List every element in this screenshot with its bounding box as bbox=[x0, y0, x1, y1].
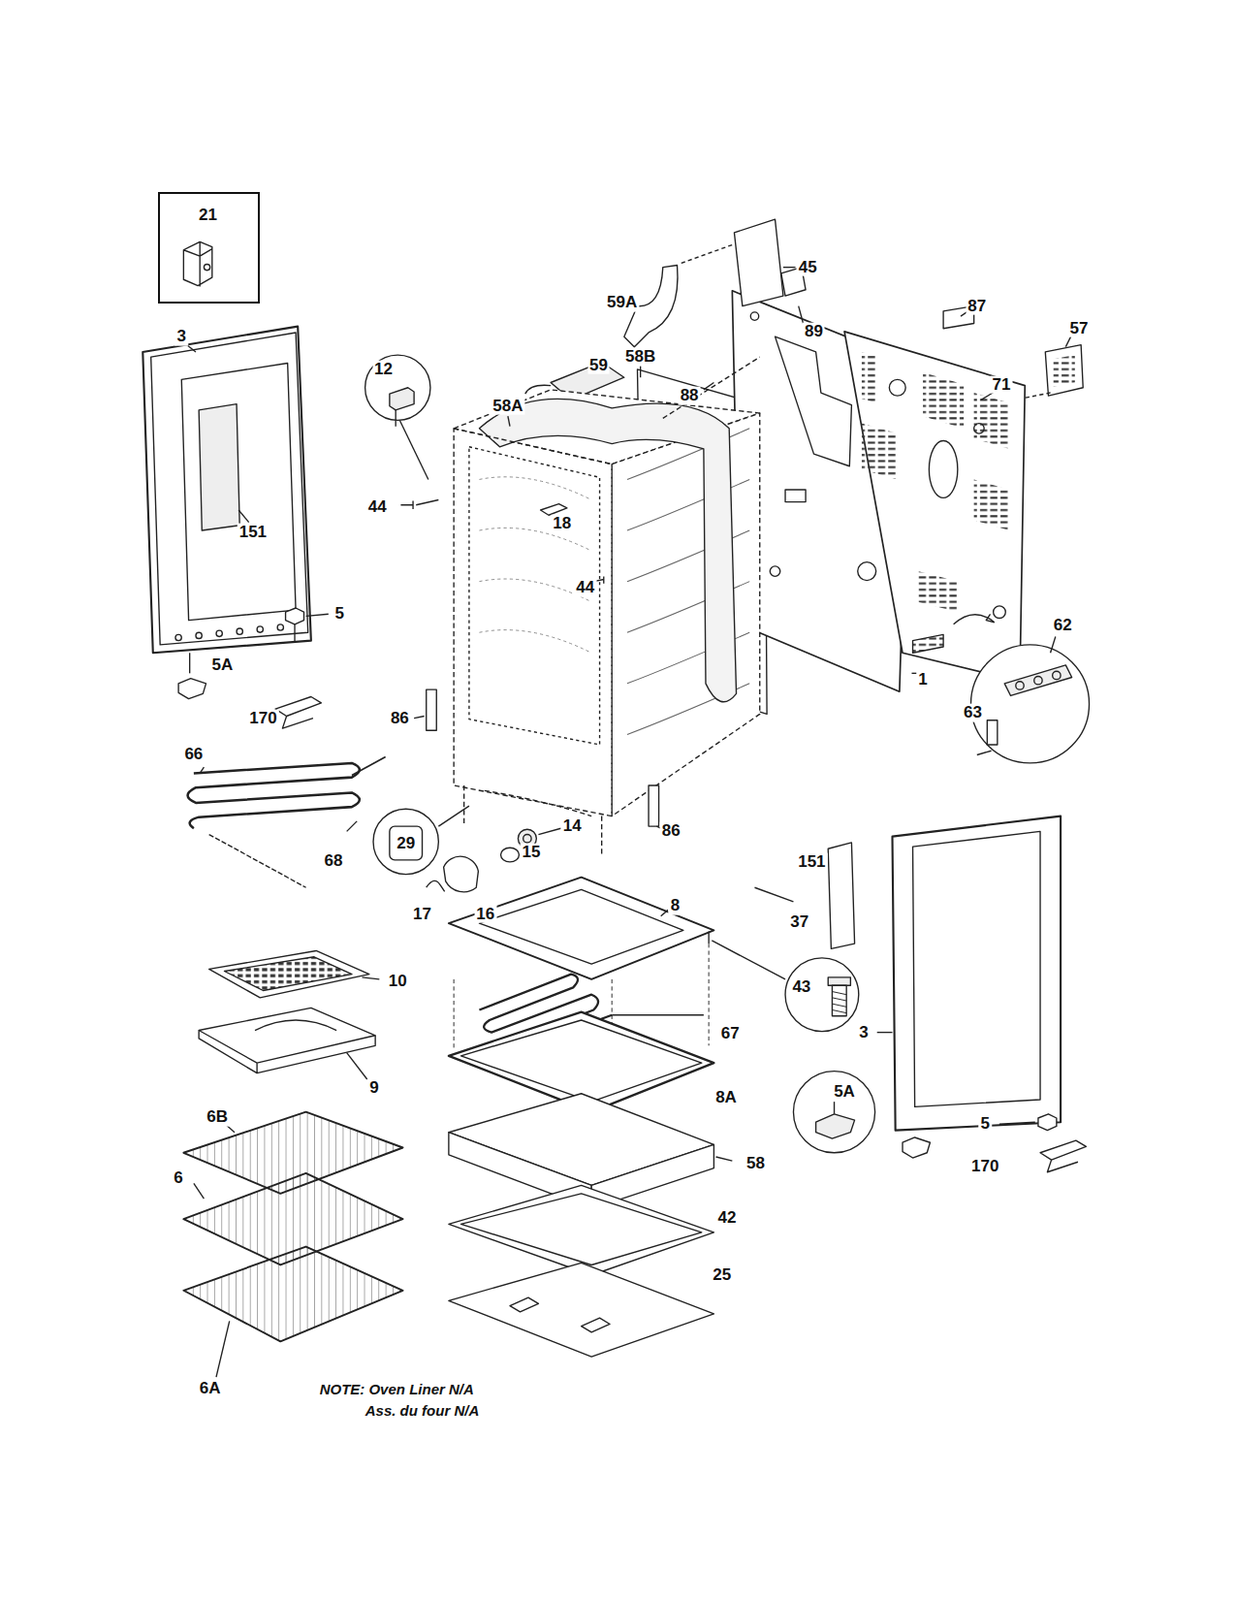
callout-number: 3 bbox=[856, 1022, 870, 1042]
callout-number: 5 bbox=[333, 604, 347, 624]
callout-number: 1 bbox=[916, 669, 929, 689]
callout-number: 37 bbox=[788, 913, 811, 932]
callout-number: 45 bbox=[796, 257, 820, 277]
callout-number: 9 bbox=[367, 1078, 381, 1098]
callout-number: 88 bbox=[678, 386, 701, 406]
callout-number: 59A bbox=[604, 293, 639, 313]
callout-number: 63 bbox=[961, 703, 984, 723]
callout-number: 25 bbox=[710, 1266, 733, 1285]
callout-number: 8A bbox=[713, 1088, 739, 1108]
callout-number: 3 bbox=[175, 327, 189, 347]
callout-number: 86 bbox=[660, 822, 683, 841]
callout-number: 12 bbox=[372, 359, 395, 379]
callout-number: 67 bbox=[719, 1023, 742, 1043]
callout-number: 5A bbox=[209, 656, 235, 675]
callout-number: 5A bbox=[831, 1081, 857, 1101]
callout-number: 42 bbox=[716, 1208, 739, 1228]
callout-number: 5 bbox=[978, 1114, 991, 1134]
callout-number: 18 bbox=[550, 513, 573, 533]
callout-number: 17 bbox=[411, 904, 434, 923]
inset-box: 21 bbox=[158, 191, 260, 305]
callout-number: 21 bbox=[198, 205, 218, 225]
callout-number: 59 bbox=[587, 355, 610, 375]
callout-number: 6B bbox=[204, 1108, 230, 1127]
callout-number: 58B bbox=[623, 348, 658, 367]
callout-number: 10 bbox=[386, 972, 410, 991]
callout-number: 15 bbox=[520, 843, 543, 862]
callout-number: 43 bbox=[790, 978, 813, 997]
callout-number: 29 bbox=[394, 834, 417, 854]
callout-number: 86 bbox=[388, 708, 412, 728]
callout-number: 16 bbox=[474, 904, 497, 923]
callout-number: 6A bbox=[197, 1378, 223, 1397]
callout-number: 151 bbox=[795, 853, 827, 872]
callout-number: 58A bbox=[490, 396, 525, 415]
callout-number: 151 bbox=[237, 523, 269, 542]
callout-number: 57 bbox=[1068, 318, 1091, 338]
callout-number: 58 bbox=[744, 1154, 767, 1173]
callout-number: 89 bbox=[802, 322, 825, 342]
callout-number: 8 bbox=[668, 896, 682, 916]
callout-number: 6 bbox=[171, 1169, 185, 1188]
callout-number: 66 bbox=[182, 745, 205, 764]
note-text: NOTE: Oven Liner N/A bbox=[317, 1381, 476, 1398]
note-text: Ass. du four N/A bbox=[363, 1402, 482, 1420]
callout-number: 14 bbox=[561, 817, 584, 836]
callout-number: 44 bbox=[366, 497, 389, 516]
callout-number: 170 bbox=[247, 708, 279, 728]
callout-number: 44 bbox=[573, 578, 597, 598]
callout-number: 87 bbox=[965, 296, 988, 316]
callout-number: 62 bbox=[1051, 616, 1075, 635]
callout-number: 71 bbox=[990, 375, 1014, 394]
callout-number: 170 bbox=[969, 1157, 1001, 1176]
callout-number: 68 bbox=[322, 852, 346, 871]
